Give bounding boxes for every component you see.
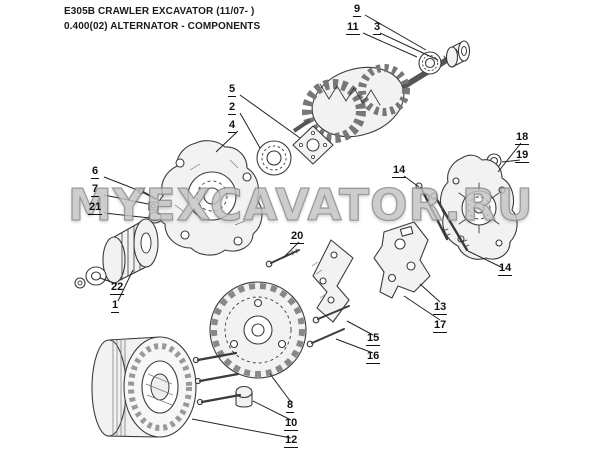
part-callout: 15 <box>366 332 381 347</box>
part-callout: 5 <box>228 83 237 98</box>
part-callout: 20 <box>290 230 305 245</box>
part-callout: 22 <box>110 281 125 296</box>
part-callout: 18 <box>515 131 530 146</box>
page-title-model: E305B CRAWLER EXCAVATOR (11/07- ) <box>64 6 255 17</box>
part-callout: 17 <box>433 319 448 334</box>
rotor-assembly <box>292 64 410 143</box>
screws-15-16 <box>306 305 350 348</box>
part-callout: 19 <box>515 149 530 164</box>
cap <box>235 385 253 408</box>
watermark: MYEXCAVATOR.RU <box>67 179 534 231</box>
shaft-bearing-assembly <box>396 40 471 93</box>
through-bolts <box>415 182 470 252</box>
rear-cover <box>209 281 307 379</box>
front-bearing <box>256 140 292 176</box>
part-callout: 10 <box>284 417 299 432</box>
part-callout: 13 <box>433 301 448 316</box>
stator-bolts <box>192 351 242 406</box>
brush-holder-regulator <box>373 221 431 299</box>
part-callout: 6 <box>91 165 100 180</box>
rectifier <box>311 239 354 323</box>
stator <box>91 336 197 438</box>
part-callout: 12 <box>284 434 299 449</box>
part-callout: 7 <box>91 183 100 198</box>
part-callout: 2 <box>228 101 237 116</box>
part-callout: 1 <box>111 299 120 314</box>
part-callout: 3 <box>373 21 382 36</box>
page-title-section: 0.400(02) ALTERNATOR - COMPONENTS <box>64 21 261 32</box>
screw-20 <box>265 248 300 268</box>
part-callout: 16 <box>366 350 381 365</box>
part-callout: 21 <box>88 201 103 216</box>
part-callout: 9 <box>353 3 362 18</box>
part-callout: 8 <box>286 399 295 414</box>
front-bracket <box>156 140 263 256</box>
leader-lines <box>99 14 522 439</box>
pulley <box>102 218 159 284</box>
retainer-plate <box>292 125 334 165</box>
collar-washer <box>74 266 107 289</box>
part-callout: 14 <box>392 164 407 179</box>
terminal-parts <box>137 187 162 224</box>
part-callout: 11 <box>346 21 360 36</box>
part-callout: 14 <box>498 262 513 277</box>
part-callout: 4 <box>228 119 237 134</box>
